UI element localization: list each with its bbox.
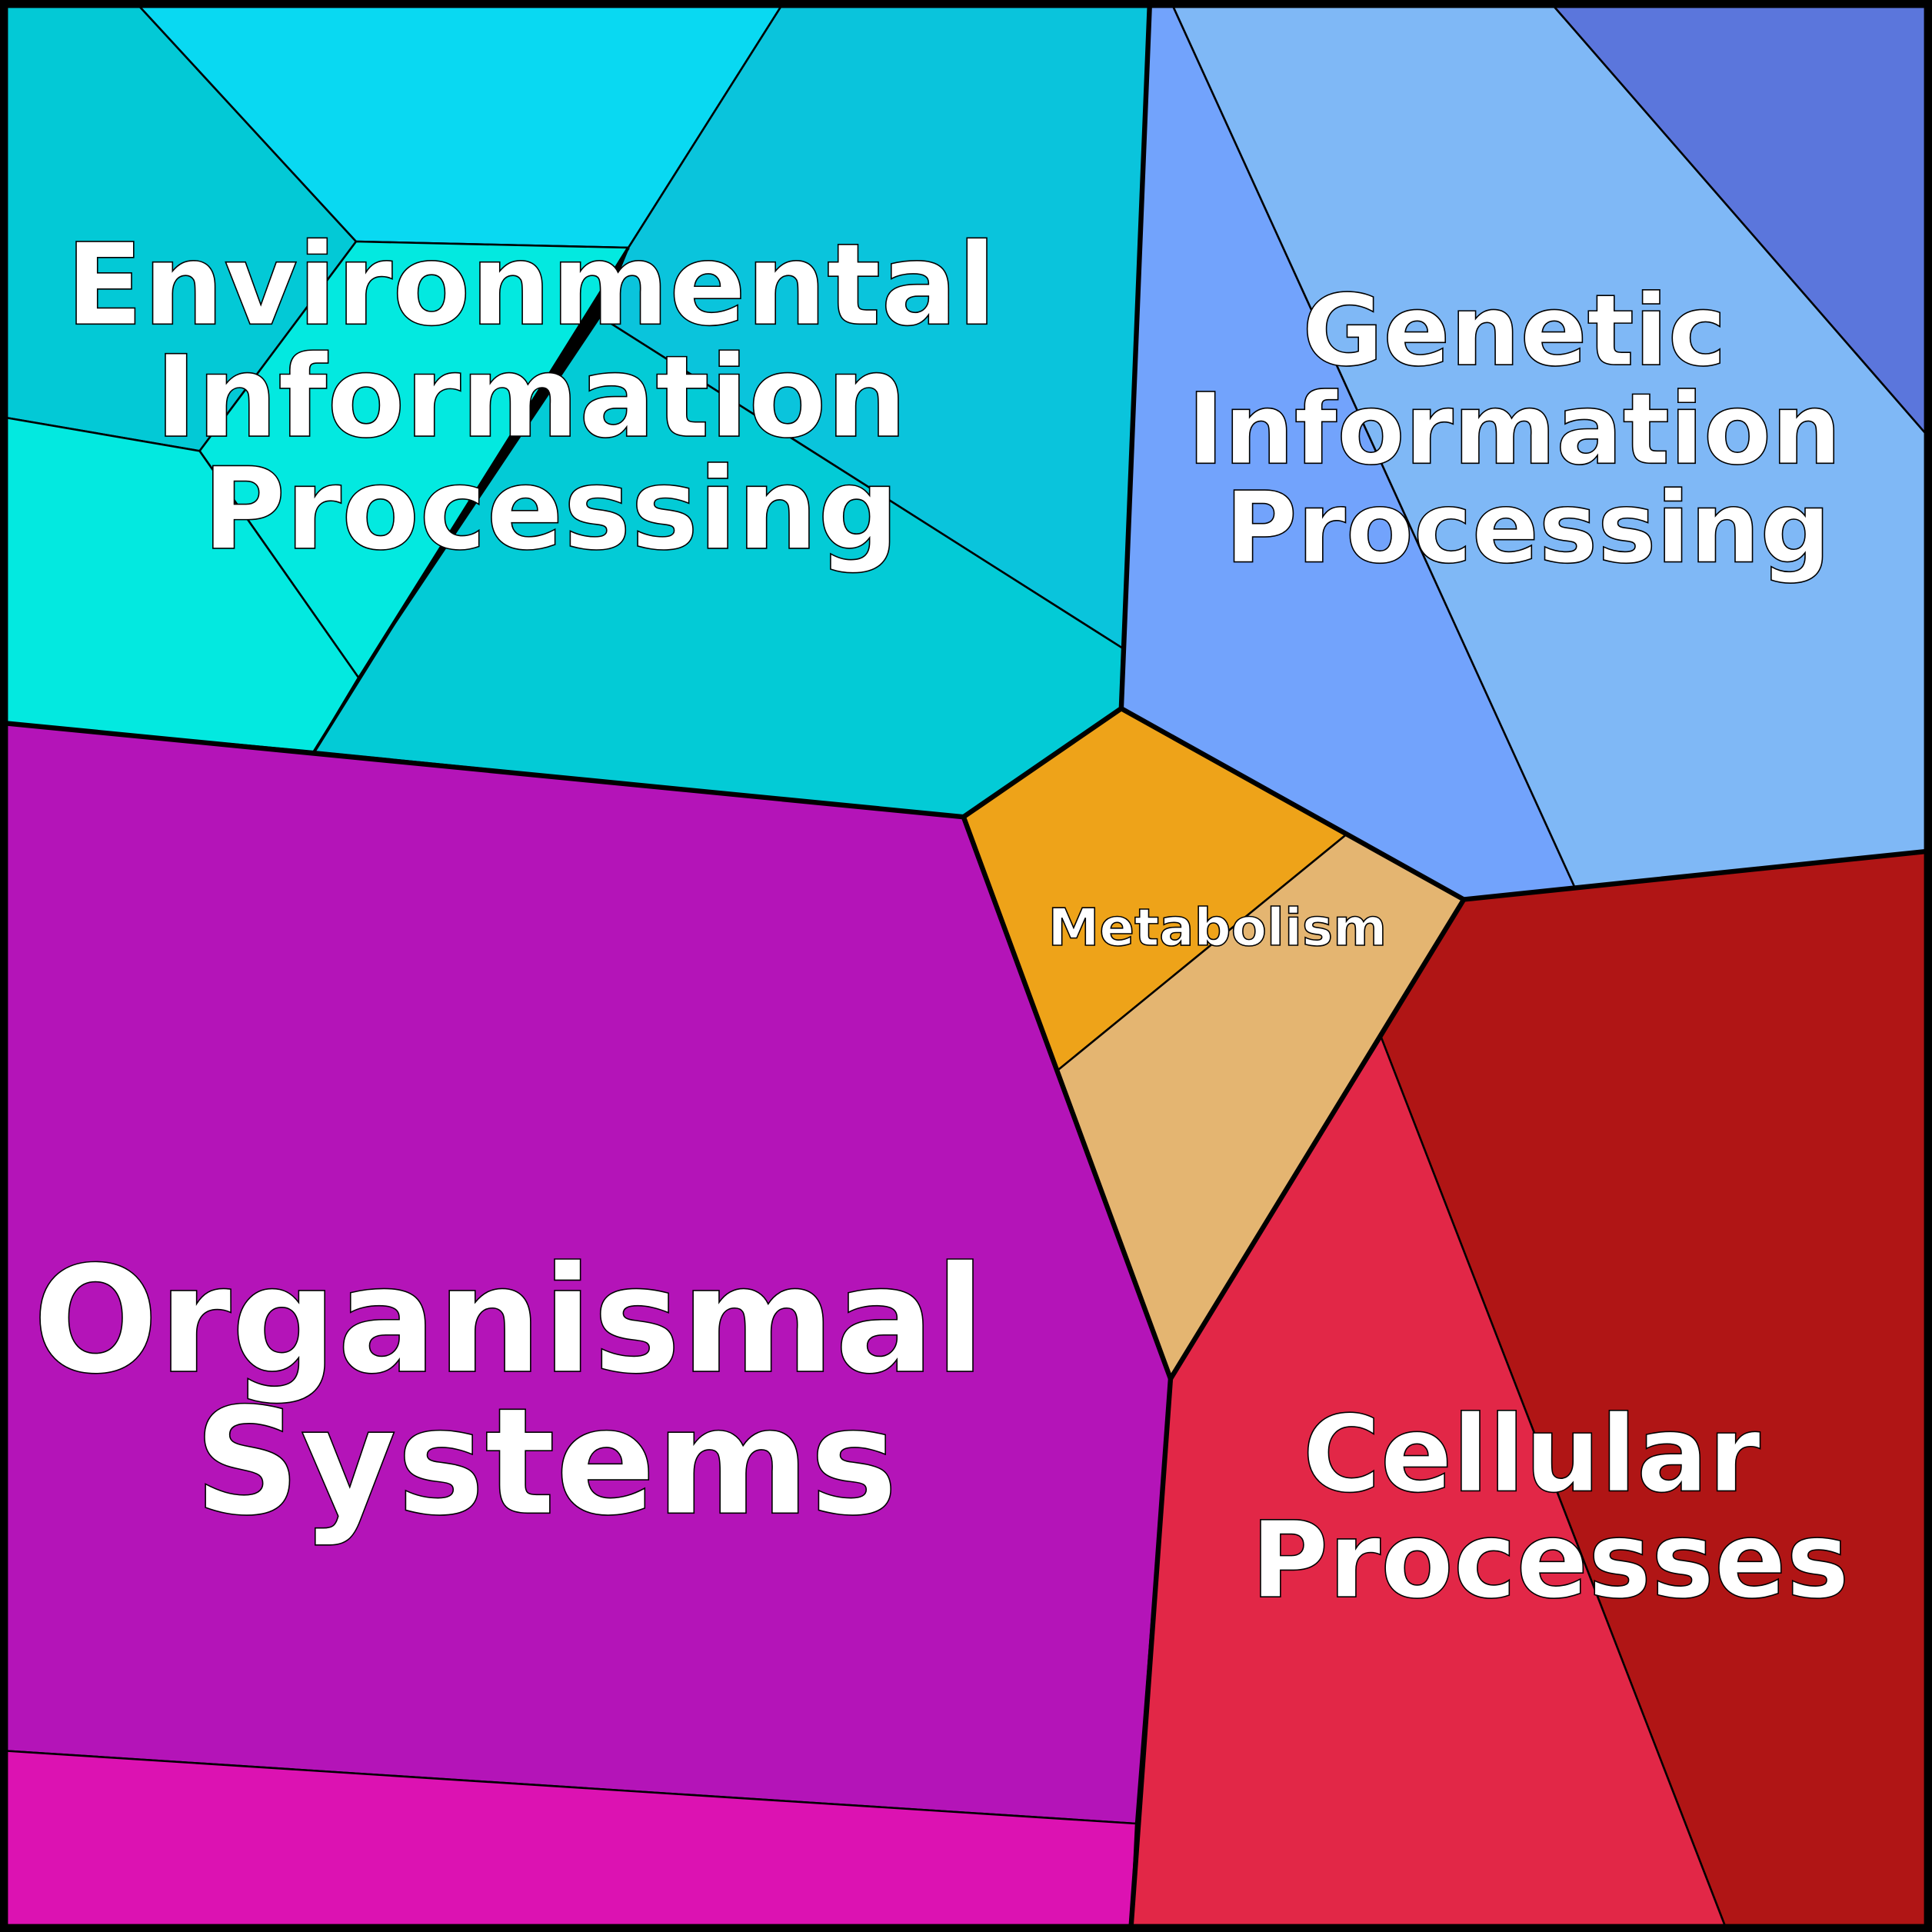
- label-environmental: Environmental Information Processing: [66, 218, 1036, 575]
- region-environmental-information-processing: [5, 5, 1151, 818]
- label-metabolism: Metabolism: [1048, 898, 1387, 958]
- label-genetic: Genetic Information Processing: [1188, 274, 1876, 585]
- label-cellular: Cellular Processes: [1251, 1393, 1849, 1622]
- region-organismal-systems: [5, 721, 1172, 1927]
- label-organismal: Organismal Systems: [32, 1235, 1037, 1548]
